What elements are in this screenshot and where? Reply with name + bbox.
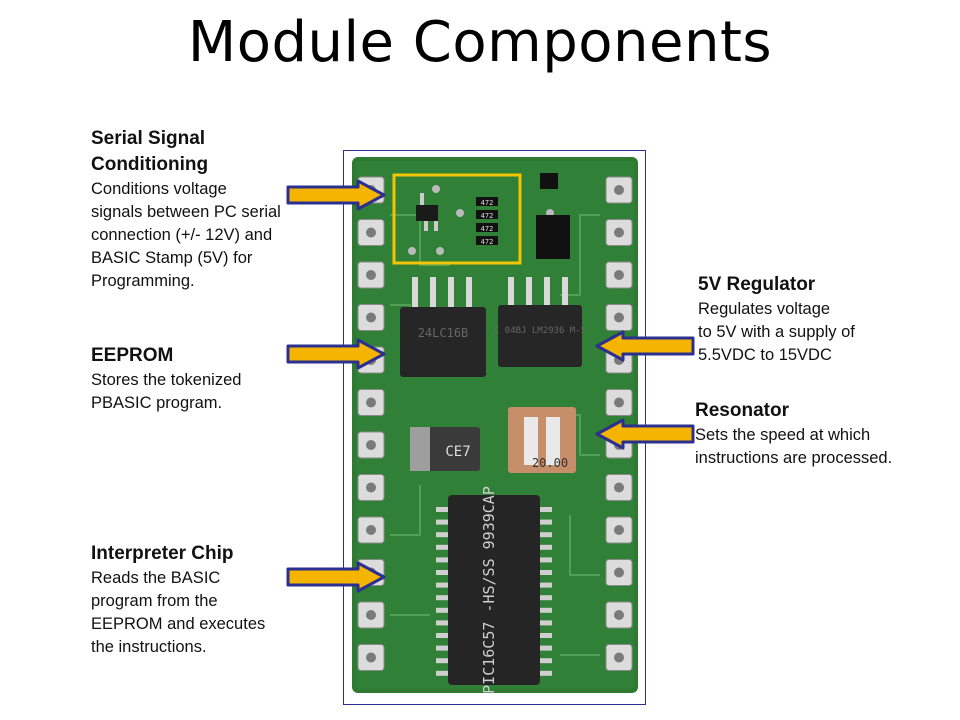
pin-hole	[366, 227, 376, 238]
chip-lead	[436, 532, 450, 538]
chip-lead	[538, 633, 552, 638]
chip-lead	[436, 658, 450, 664]
resonator-contact	[524, 417, 538, 465]
label-interpreter-description: Reads the BASIC program from the EEPROM …	[91, 569, 266, 656]
chip-lead	[436, 645, 450, 651]
chip-lead	[538, 544, 552, 550]
chip-lead	[436, 620, 450, 626]
pin-hole	[366, 482, 376, 493]
chip-lead	[436, 507, 450, 512]
interpreter-chip	[448, 495, 540, 685]
chip-lead	[436, 670, 450, 676]
chip-lead	[538, 620, 552, 626]
chip-lead	[538, 519, 552, 525]
resonator-contact	[546, 417, 560, 465]
pin-hole	[614, 567, 624, 578]
label-serial-heading: Serial Signal Conditioning	[91, 128, 209, 175]
label-interpreter: Interpreter Chip Reads the BASIC program…	[91, 541, 331, 659]
pin-hole	[366, 312, 376, 323]
chip-lead	[538, 670, 552, 676]
chip-lead	[538, 582, 552, 588]
arrow-resonator	[595, 418, 695, 450]
label-resonator-heading: Resonator	[695, 400, 789, 421]
pin-hole	[614, 227, 624, 238]
serial-highlight-box	[392, 173, 522, 265]
chip-lead	[436, 519, 450, 525]
small-transistor	[540, 173, 558, 189]
pin-hole	[614, 482, 624, 493]
chip-lead	[538, 570, 552, 575]
pin-hole	[614, 312, 624, 323]
chip-lead	[436, 595, 450, 601]
pin-hole	[366, 397, 376, 408]
regulator-chip	[498, 305, 582, 367]
chip-lead	[538, 645, 552, 651]
serial-transistors	[416, 193, 438, 231]
resonator-marking: 20.00	[532, 456, 568, 470]
label-eeprom-heading: EEPROM	[91, 345, 174, 366]
pin-hole	[614, 652, 624, 663]
left-pin-pads	[357, 176, 385, 671]
chip-lead	[538, 607, 552, 613]
capacitor-cap-end	[410, 427, 430, 471]
pin-hole	[366, 525, 376, 535]
label-eeprom: EEPROM Stores the tokenized PBASIC progr…	[91, 343, 311, 415]
resistor-marking: 472	[481, 238, 494, 246]
pin-hole	[614, 610, 624, 620]
chip-lead	[538, 658, 552, 664]
resistor-marking: 472	[481, 212, 494, 220]
chip-lead	[538, 557, 552, 563]
pin-hole	[614, 270, 624, 280]
label-serial: Serial Signal Conditioning Conditions vo…	[91, 126, 341, 293]
pin-hole	[366, 652, 376, 663]
chip-lead	[436, 557, 450, 563]
serial-resistors: 472 472 472 472	[476, 197, 498, 246]
interpreter-chip-leads	[436, 507, 552, 676]
chip-lead	[538, 507, 552, 512]
pin-hole	[366, 440, 376, 450]
label-resonator: Resonator Sets the speed at which instru…	[695, 398, 957, 470]
pin-hole	[614, 525, 624, 535]
arrow-regulator	[595, 330, 695, 362]
pin-hole	[366, 610, 376, 620]
regulator-marking: C 04BJ LM2936 M-5	[494, 326, 586, 336]
chip-lead	[436, 582, 450, 588]
resistor-marking: 472	[481, 225, 494, 233]
eeprom-chip	[400, 307, 486, 377]
basic-stamp-module-photo: 472 472 472 472 24LC16B C 04BJ LM2936 M-…	[352, 157, 638, 694]
chip-lead	[436, 633, 450, 638]
label-eeprom-description: Stores the tokenized PBASIC program.	[91, 371, 242, 412]
pin-hole	[614, 185, 624, 195]
chip-lead	[436, 544, 450, 550]
label-regulator: 5V Regulator Regulates voltage to 5V wit…	[698, 272, 938, 367]
pin-hole	[366, 270, 376, 280]
chip-lead	[538, 595, 552, 601]
interpreter-marking: PIC16C57 -HS/SS 9939CAP	[480, 486, 498, 694]
eeprom-marking: 24LC16B	[418, 326, 469, 340]
chip-lead	[436, 607, 450, 613]
chip-lead	[436, 570, 450, 575]
resistor-marking: 472	[481, 199, 494, 207]
pin-hole	[614, 397, 624, 408]
page-title: Module Components	[187, 10, 773, 75]
label-resonator-description: Sets the speed at which instructions are…	[695, 426, 893, 467]
label-serial-description: Conditions voltage signals between PC se…	[91, 180, 281, 290]
ic-leads	[412, 277, 568, 311]
label-regulator-description: Regulates voltage to 5V with a supply of…	[698, 300, 855, 364]
regulator-tab-package	[536, 215, 570, 259]
capacitor-marking: CE7	[445, 444, 470, 460]
label-interpreter-heading: Interpreter Chip	[91, 543, 234, 564]
label-regulator-heading: 5V Regulator	[698, 274, 816, 295]
chip-lead	[538, 532, 552, 538]
